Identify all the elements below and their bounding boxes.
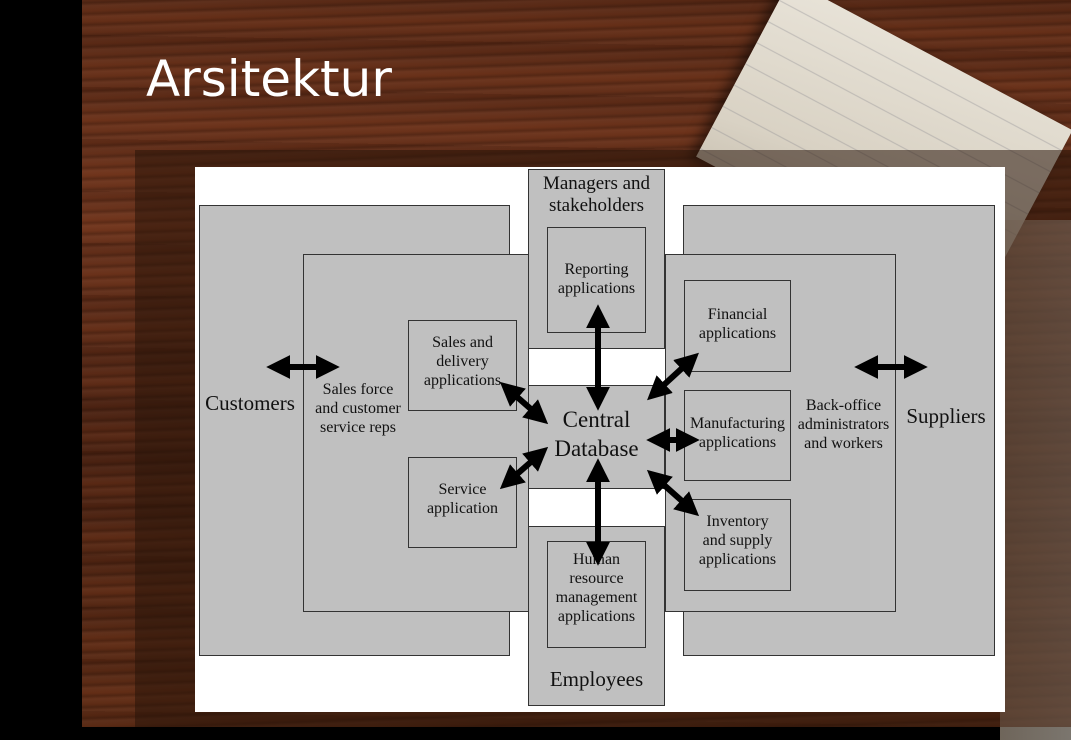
sales-delivery-label: Sales and delivery applications — [423, 334, 502, 389]
service-application — [408, 457, 517, 548]
left-black-bar — [0, 0, 82, 727]
architecture-diagram: Customers Suppliers Sales force and cust… — [195, 167, 1005, 712]
sales-force-region — [303, 254, 529, 612]
manufacturing-label: Manufacturing applications — [689, 415, 786, 451]
service-label: Service application — [426, 481, 499, 517]
sales-delivery-applications — [408, 320, 517, 411]
human-resource-label: Human resource management applications — [555, 551, 638, 625]
reporting-label: Reporting applications — [557, 261, 636, 297]
financial-applications — [684, 280, 791, 372]
financial-label: Financial applications — [698, 306, 777, 342]
sales-force-label: Sales force and customer service reps — [315, 381, 401, 436]
managers-label: Managers and stakeholders — [542, 173, 651, 217]
inventory-label: Inventory and supply applications — [698, 513, 777, 568]
employees-label: Employees — [549, 667, 644, 691]
inventory-applications — [684, 499, 791, 591]
central-database-label: Central Database — [554, 407, 639, 461]
customers-label: Customers — [205, 391, 295, 415]
manufacturing-applications — [684, 390, 791, 481]
suppliers-label: Suppliers — [906, 404, 986, 428]
back-office-label: Back-office administrators and workers — [797, 397, 890, 452]
slide-title: Arsitektur — [146, 50, 392, 108]
